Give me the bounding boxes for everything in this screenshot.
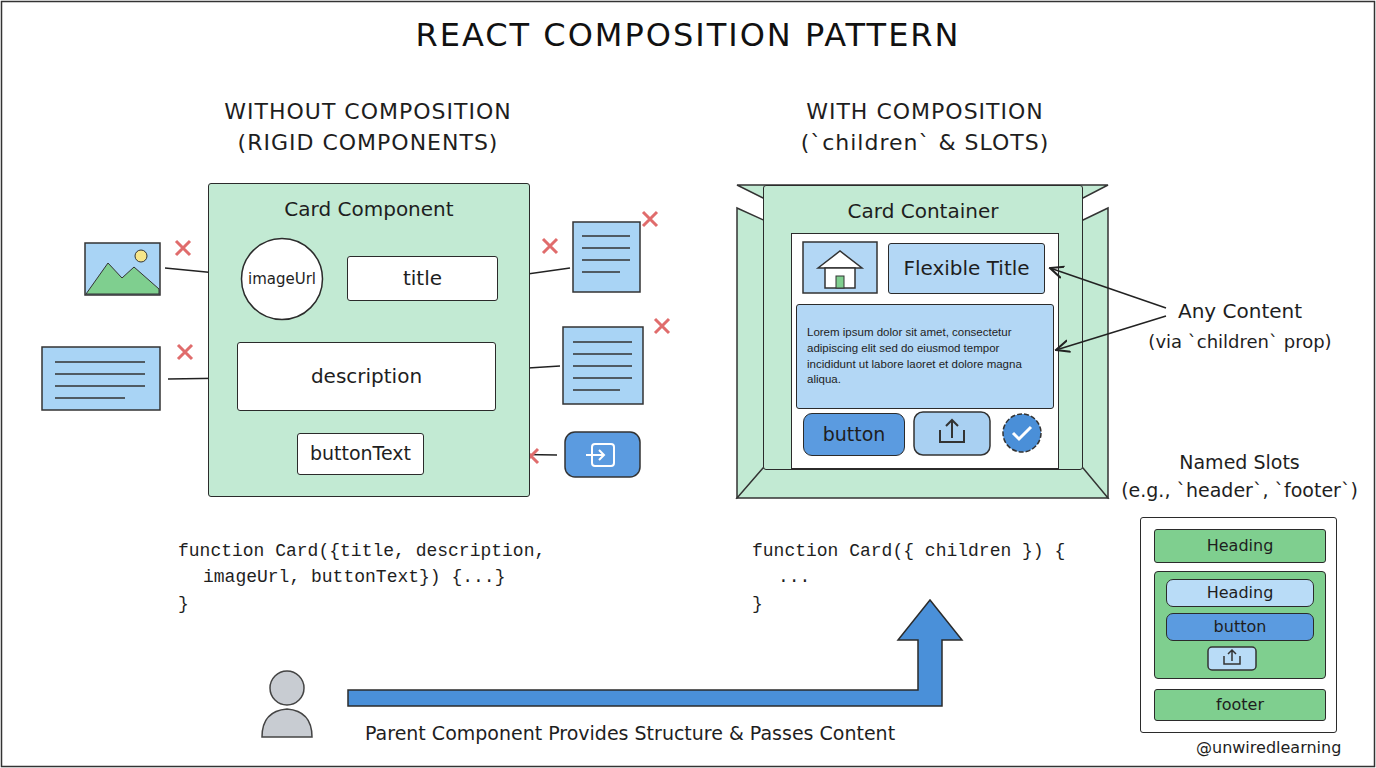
node-heading: (e.g., `header`, `footer`) xyxy=(1101,478,1376,504)
content-box: Lorem ipsum dolor sit amet, consectetur … xyxy=(796,304,1054,409)
node-label: button xyxy=(1210,616,1271,638)
container-box: Card ContainerFlexible TitleLorem ipsum … xyxy=(763,185,1083,470)
document-lines xyxy=(55,362,145,398)
upload-symbol xyxy=(1224,650,1240,664)
house-roof xyxy=(818,251,862,268)
callout-text: (via `children` prop) xyxy=(1120,329,1360,354)
person-head xyxy=(270,671,304,705)
title-box: Flexible Title xyxy=(888,243,1045,294)
node-label: footer xyxy=(1212,694,1268,716)
document-icon xyxy=(563,327,643,404)
person-body xyxy=(262,709,312,737)
watermark: @unwiredlearning xyxy=(1196,737,1341,759)
node-label: imageUrl xyxy=(244,269,320,289)
upload-button xyxy=(1208,647,1256,670)
node-label: description xyxy=(307,363,426,390)
login-arrow xyxy=(586,450,604,460)
upload-symbol xyxy=(940,420,964,442)
mountain-shape xyxy=(86,263,159,294)
slots-box: Named Slots(e.g., `header`, `footer`)Hea… xyxy=(1140,517,1337,733)
box-flap xyxy=(737,468,1108,498)
leader-line xyxy=(1050,268,1166,308)
button-box: button xyxy=(803,413,905,456)
node-label: Flexible Title xyxy=(899,255,1033,282)
slot-band: footer xyxy=(1154,689,1326,721)
node-label: title xyxy=(399,265,446,292)
prop-circle: imageUrl xyxy=(240,237,324,321)
node-label: button xyxy=(819,422,890,448)
node-label: buttonText xyxy=(306,441,415,467)
prop-box: title xyxy=(347,256,498,301)
document-icon xyxy=(573,222,640,292)
code-line: function Card({title, description, xyxy=(178,539,545,564)
image-icon xyxy=(85,243,160,295)
prop-box: buttonText xyxy=(297,433,424,475)
check-symbol xyxy=(1013,427,1031,439)
circle-shape xyxy=(242,239,323,320)
button-icon xyxy=(565,432,640,477)
prop-box: description xyxy=(237,342,496,411)
check-badge xyxy=(1003,414,1041,452)
code-line: } xyxy=(178,592,189,617)
node-label: Heading xyxy=(1203,535,1278,557)
node-heading: Card Container xyxy=(764,198,1082,225)
image-icon xyxy=(803,242,877,293)
cross-mark xyxy=(176,241,190,255)
code-line: function Card({ children }) { xyxy=(752,539,1065,564)
slot-item: Heading xyxy=(1166,579,1314,607)
cross-mark xyxy=(178,345,192,359)
document-lines xyxy=(573,342,632,390)
callout-text: Any Content xyxy=(1130,297,1350,325)
cross-mark xyxy=(643,212,657,226)
code-line: imageUrl, buttonText}) {...} xyxy=(203,565,505,590)
node-heading: Card Component xyxy=(209,196,529,223)
document-lines xyxy=(582,236,630,272)
document-icon xyxy=(42,347,160,410)
code-line: ... xyxy=(778,565,810,590)
caption-text: Parent Component Provides Structure & Pa… xyxy=(365,720,895,747)
leader-line xyxy=(1056,316,1166,350)
flow-arrow xyxy=(348,600,962,706)
section-heading: WITHOUT COMPOSITION (RIGID COMPONENTS) xyxy=(183,97,553,159)
slot-item: button xyxy=(1166,613,1314,641)
house-door xyxy=(836,276,844,288)
slot-band: Heading xyxy=(1154,529,1326,563)
diagram-title: REACT COMPOSITION PATTERN xyxy=(0,16,1376,54)
component-box: Card Component imageUrl title description bu… xyxy=(208,183,530,497)
cross-mark xyxy=(655,319,669,333)
node-label: Heading xyxy=(1203,582,1278,604)
upload-button xyxy=(914,412,990,455)
node-heading: Named Slots xyxy=(1101,450,1376,476)
node-label: Lorem ipsum dolor sit amet, consectetur … xyxy=(797,325,1053,387)
house-body xyxy=(825,268,855,288)
section-heading: WITH COMPOSITION (`children` & SLOTS) xyxy=(760,97,1090,159)
code-line: } xyxy=(752,592,763,617)
sun-shape xyxy=(135,250,147,262)
cross-mark xyxy=(543,239,557,253)
